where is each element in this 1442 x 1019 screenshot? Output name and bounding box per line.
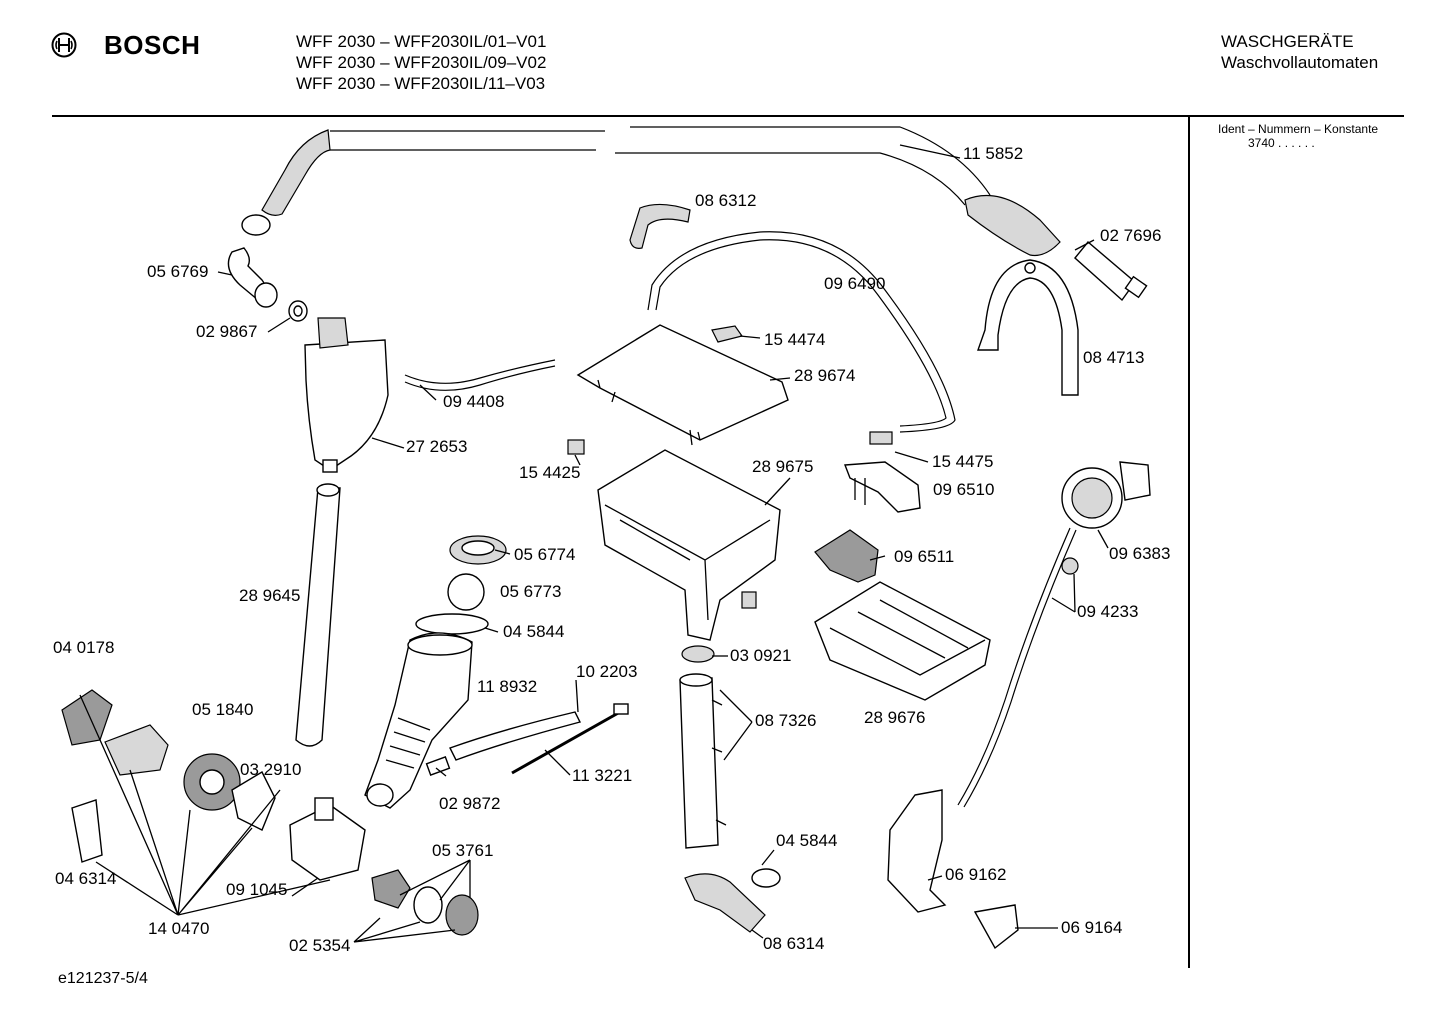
part-label: 11 3221 <box>572 766 633 785</box>
part-label: 09 4233 <box>1077 602 1139 621</box>
clip-part <box>71 799 103 863</box>
ident-value: 3740 . . . . . . <box>1248 136 1315 150</box>
pipe-seal-part <box>681 645 715 663</box>
category-title: WASCHGERÄTE <box>1221 32 1354 51</box>
part-label: 04 5844 <box>503 622 565 641</box>
detergent-drawer-part <box>814 581 991 701</box>
part-label: 15 4474 <box>764 330 826 349</box>
bosch-logo <box>50 31 78 64</box>
part-label: 05 1840 <box>192 700 254 719</box>
bosch-armature-icon <box>51 32 77 58</box>
part-label: 15 4425 <box>519 463 581 482</box>
part-label: 11 8932 <box>477 677 538 696</box>
dispenser-housing-part <box>597 449 781 641</box>
vertical-hose-part <box>295 487 341 747</box>
air-trap-part <box>304 339 389 471</box>
short-hose-part <box>449 711 582 761</box>
hose-clamp-part <box>415 613 489 635</box>
thermostat-part <box>973 904 1019 950</box>
part-label: 09 6490 <box>824 274 886 293</box>
part-label: 11 5852 <box>963 144 1024 163</box>
part-label: 09 6510 <box>933 480 995 499</box>
leader-lines <box>79 144 1109 943</box>
part-label: 03 2910 <box>240 760 302 779</box>
part-label: 05 6769 <box>147 262 209 281</box>
part-label: 05 6773 <box>500 582 562 601</box>
part-label: 05 6774 <box>514 545 576 564</box>
clamp-ring-part <box>751 868 781 888</box>
fan-impeller-part <box>61 689 113 746</box>
motor-block-part <box>104 724 169 776</box>
part-label: 04 5844 <box>776 831 838 850</box>
drawing-id: e121237-5/4 <box>58 970 148 987</box>
ball-valve-part <box>447 573 485 611</box>
drain-hose-part <box>241 126 1061 257</box>
drain-cap-part <box>445 894 479 936</box>
o-ring-part <box>413 886 443 924</box>
dispenser-lid-part <box>576 324 789 441</box>
small-plug-part <box>567 439 585 455</box>
part-label: 04 6314 <box>55 869 117 888</box>
part-label: 08 4713 <box>1083 348 1145 367</box>
part-label: 08 6312 <box>695 191 757 210</box>
thin-hose-part <box>404 359 556 384</box>
part-label: 02 9867 <box>196 322 258 341</box>
ident-heading: Ident – Nummern – Konstante <box>1218 122 1379 136</box>
part-label: 15 4475 <box>932 452 994 471</box>
heater-bracket-part <box>887 789 947 913</box>
part-label: 02 7696 <box>1100 226 1162 245</box>
part-label: 28 9676 <box>864 708 926 727</box>
corrugated-hose-part <box>684 873 766 933</box>
part-label: 02 9872 <box>439 794 501 813</box>
subcategory-title: Waschvollautomaten <box>1221 53 1379 72</box>
part-label: 14 0470 <box>148 919 210 938</box>
hose-bracket-part <box>977 259 1079 396</box>
rod-part <box>511 710 621 775</box>
filter-cap-part <box>231 771 276 831</box>
part-label: 09 6511 <box>894 547 955 566</box>
pressure-tube-part <box>957 527 1071 806</box>
part-label: 28 9645 <box>239 586 301 605</box>
corrugated-elbow-part <box>629 203 691 249</box>
part-label: 08 7326 <box>755 711 817 730</box>
long-thin-hose-part <box>647 231 956 433</box>
level-sensor-bracket-part <box>844 461 921 513</box>
part-label: 06 9164 <box>1061 918 1123 937</box>
model-line-2: WFF 2030 – WFF2030IL/09–V02 <box>296 53 547 72</box>
part-label: 03 0921 <box>730 646 792 665</box>
part-label: 05 3761 <box>432 841 494 860</box>
vertical-pipe-part <box>679 677 719 849</box>
brand-name: BOSCH <box>104 30 201 60</box>
part-label: 04 0178 <box>53 638 115 657</box>
part-label: 06 9162 <box>945 865 1007 884</box>
impeller-part <box>371 869 411 909</box>
part-label: 28 9674 <box>794 366 856 385</box>
part-label: 09 1045 <box>226 880 288 899</box>
part-label: 02 5354 <box>289 936 351 955</box>
part-label: 27 2653 <box>406 437 468 456</box>
model-line-1: WFF 2030 – WFF2030IL/01–V01 <box>296 32 547 51</box>
part-label: 28 9675 <box>752 457 814 476</box>
part-label: 10 2203 <box>576 662 638 681</box>
part-label: 09 4408 <box>443 392 505 411</box>
model-line-3: WFF 2030 – WFF2030IL/11–V03 <box>296 74 546 93</box>
part-label: 08 6314 <box>763 934 825 953</box>
hose-nipple-part <box>425 756 451 776</box>
valve-part <box>814 529 879 583</box>
cylinder-part <box>1074 241 1136 302</box>
part-label: 09 6383 <box>1109 544 1171 563</box>
sump-hose-part <box>364 632 473 809</box>
connector-part <box>869 431 893 445</box>
